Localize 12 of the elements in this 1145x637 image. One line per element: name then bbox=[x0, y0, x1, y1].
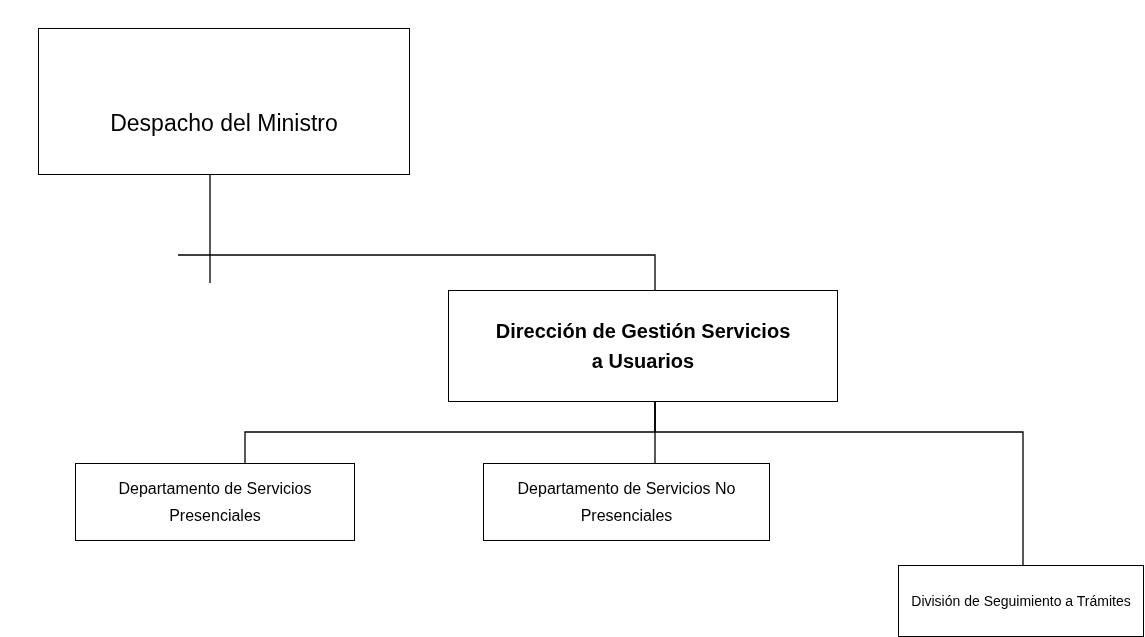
connector-line bbox=[654, 401, 1024, 566]
unit-name: Departamento de Servicios No Presenciales bbox=[516, 479, 737, 526]
org-box bbox=[75, 463, 355, 541]
org-box bbox=[898, 565, 1144, 637]
org-box bbox=[483, 463, 770, 541]
unit-name: Departamento de Servicios Presenciales bbox=[117, 479, 313, 526]
org-box bbox=[38, 28, 410, 175]
unit-name: Despacho del Ministro bbox=[109, 109, 339, 139]
org-box bbox=[448, 290, 838, 402]
connector-line bbox=[177, 174, 656, 291]
unit-name: División de Seguimiento a Trámites bbox=[910, 592, 1132, 611]
unit-name: Dirección de Gestión Servicios a Usuarios bbox=[494, 319, 792, 374]
